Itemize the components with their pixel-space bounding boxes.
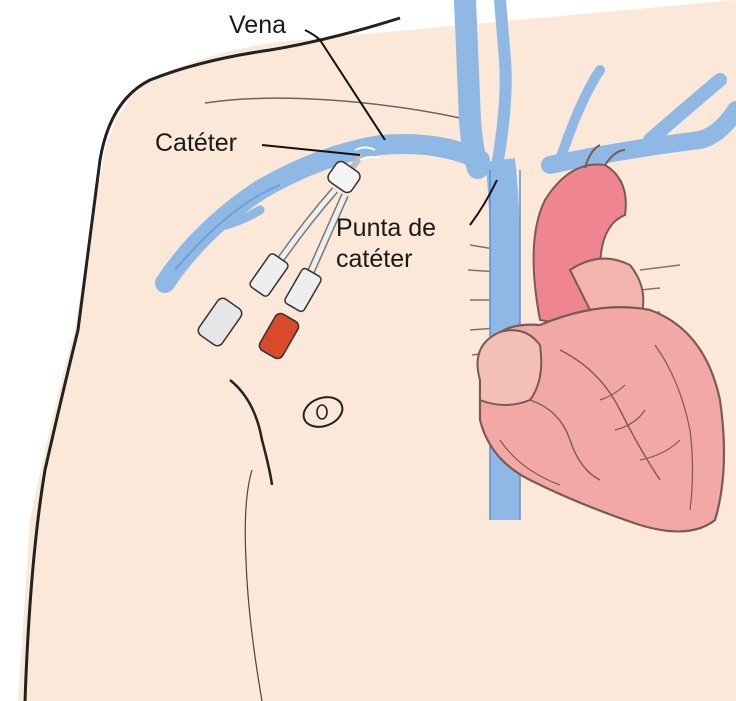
label-catheter: Catéter <box>155 130 237 156</box>
label-vein: Vena <box>229 12 286 38</box>
label-catheter-tip-line1: Punta de <box>336 215 436 241</box>
label-catheter-tip-line2: catéter <box>336 246 412 272</box>
